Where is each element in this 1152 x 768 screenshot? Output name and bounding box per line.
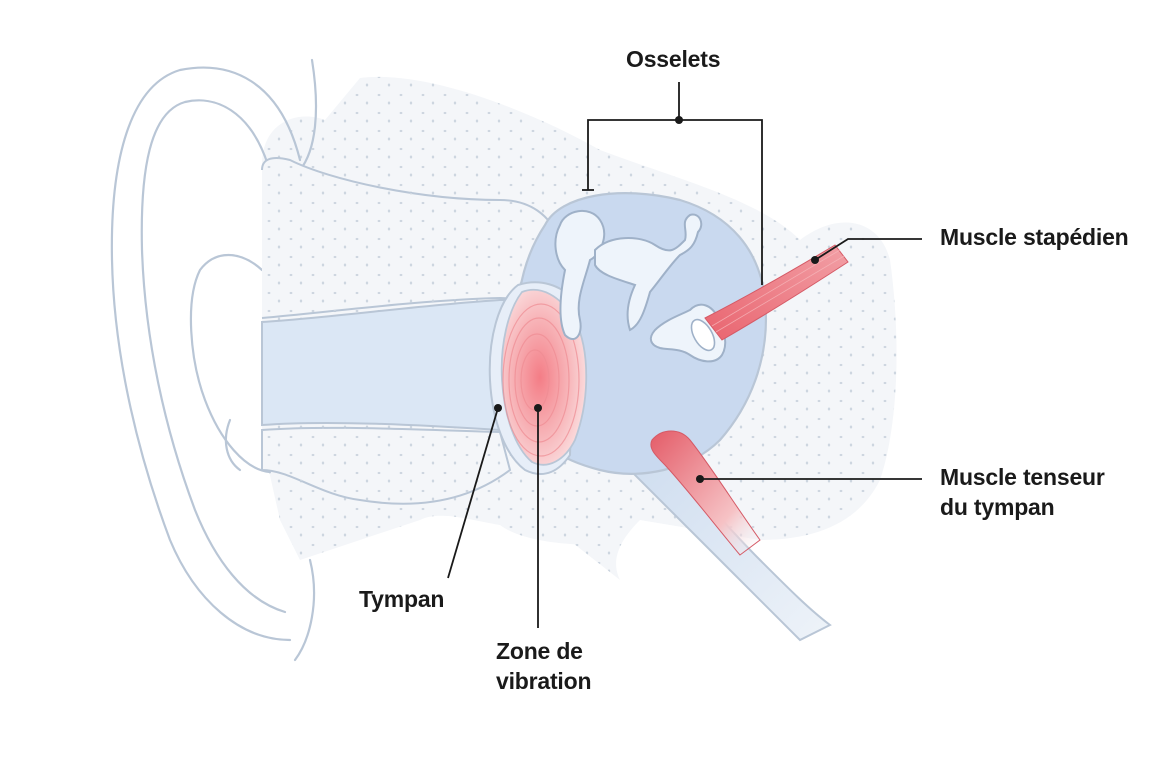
label-zone-de-vibration: Zone de vibration bbox=[496, 636, 616, 696]
label-zone-line2: vibration bbox=[496, 666, 616, 696]
label-osselets: Osselets bbox=[626, 44, 720, 74]
label-muscle-stapedien: Muscle stapédien bbox=[940, 222, 1129, 252]
label-muscle-tenseur-line2: du tympan bbox=[940, 492, 1150, 522]
label-muscle-tenseur: Muscle tenseur du tympan bbox=[940, 462, 1150, 522]
label-zone-line1: Zone de bbox=[496, 636, 616, 666]
label-tympan: Tympan bbox=[359, 584, 444, 614]
label-muscle-tenseur-line1: Muscle tenseur bbox=[940, 462, 1150, 492]
